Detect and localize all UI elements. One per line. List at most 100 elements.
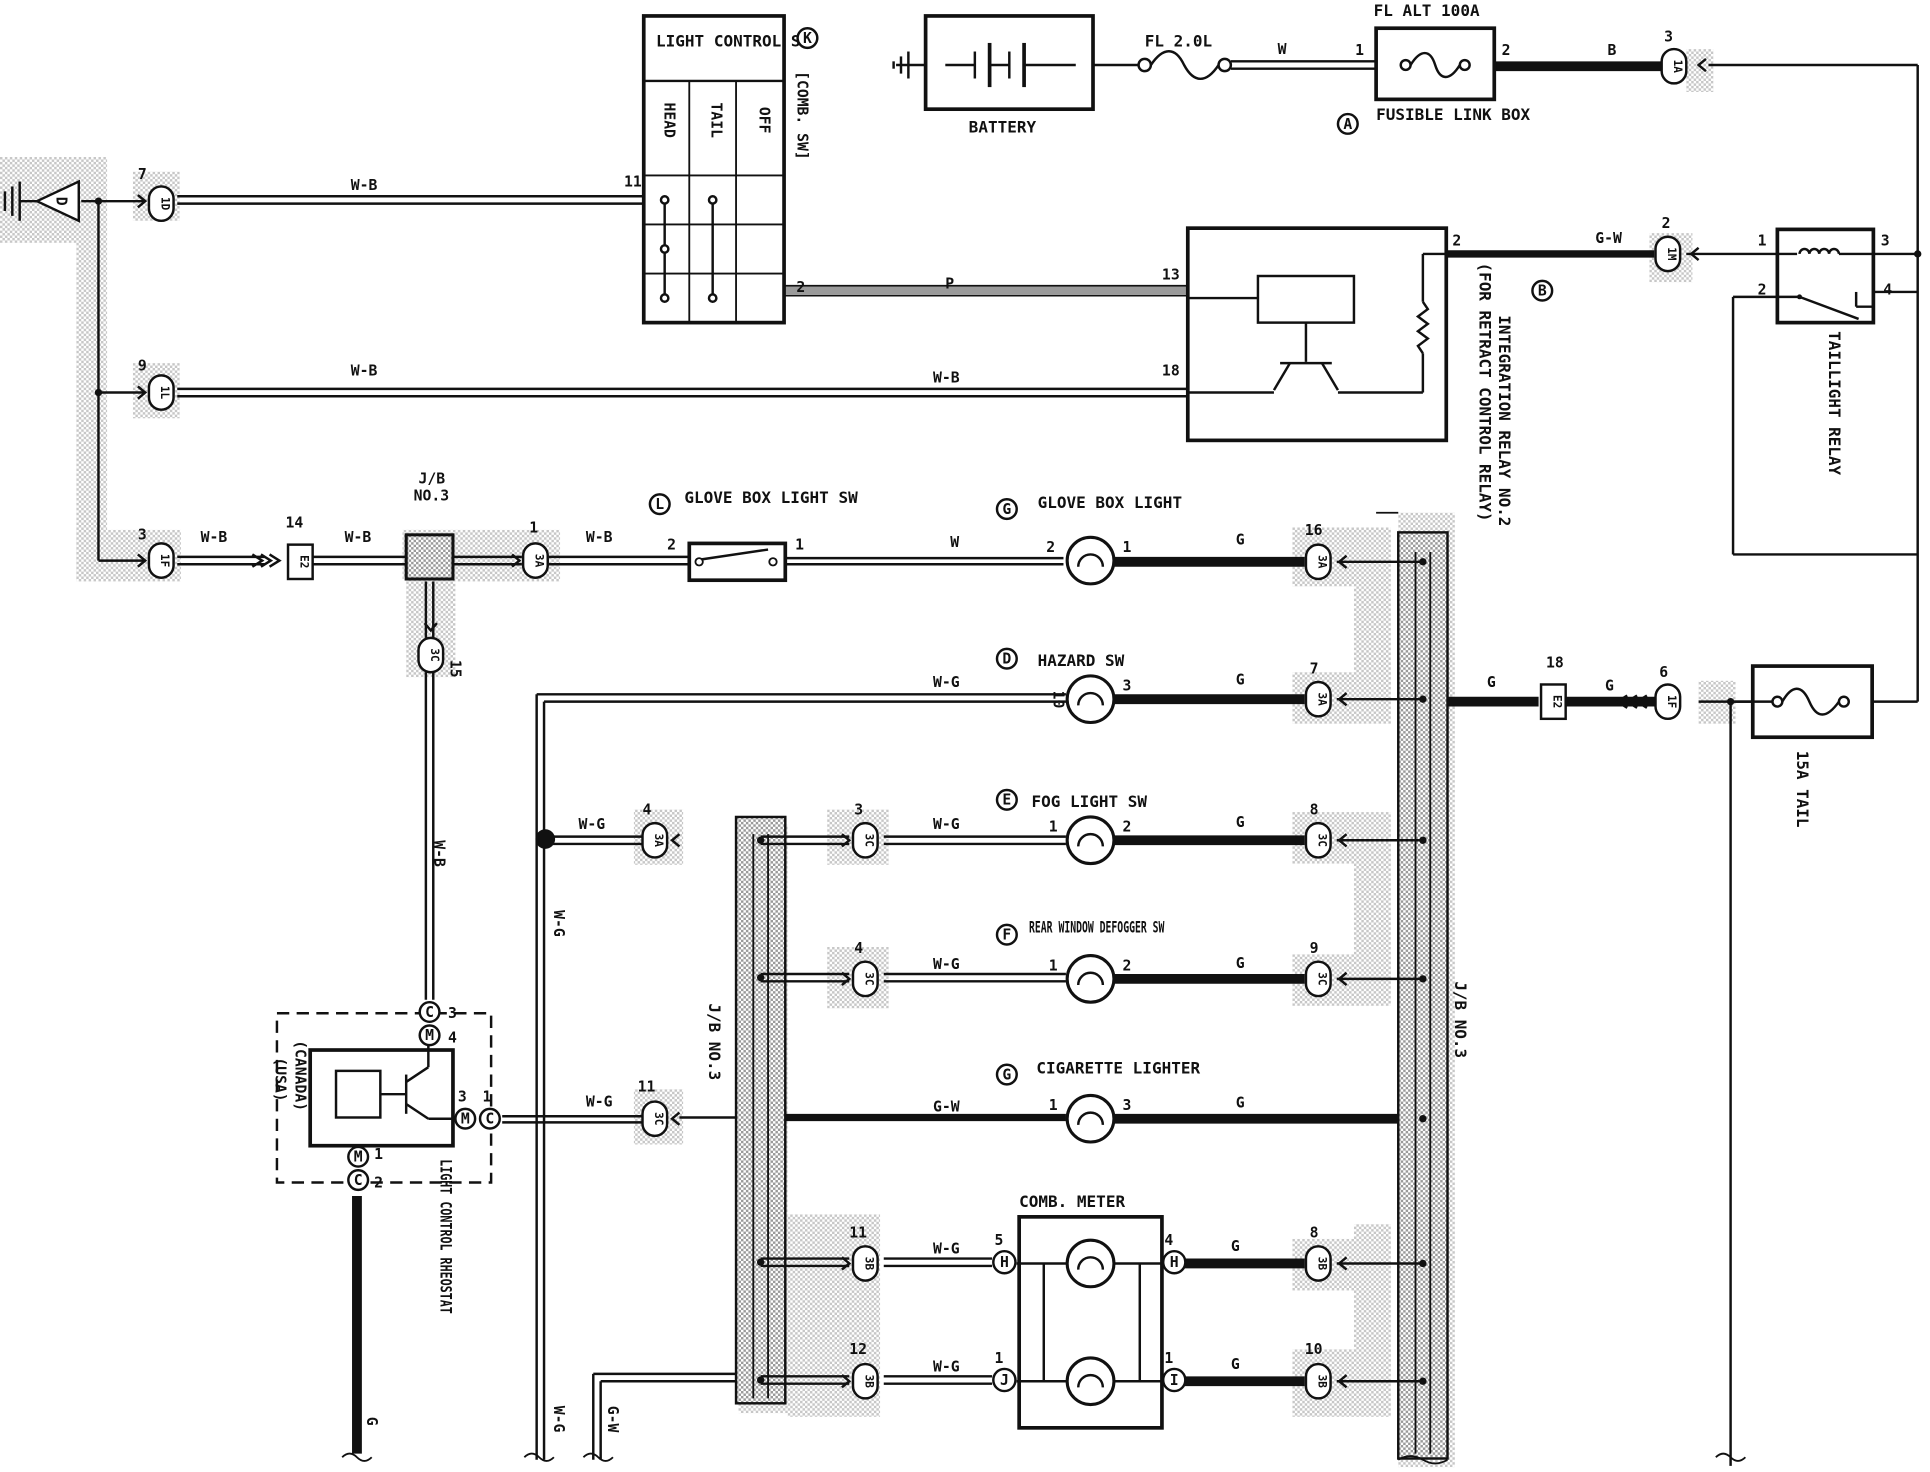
tail-fuse-label: 15A TAIL [1793,751,1812,828]
svg-text:3C: 3C [428,648,441,661]
connector-3c-11: 3C 11 [638,1079,669,1138]
fog-light-sw-ref: E [1002,792,1011,809]
integration-relay-ref: B [1538,283,1547,300]
svg-text:W: W [950,534,959,551]
glove-box-sw-pin-2: 2 [667,537,676,554]
svg-text:18: 18 [1546,654,1564,671]
glove-box-sw-label: GLOVE BOX LIGHT SW [684,488,858,507]
jb-no3-right-label: J/B NO.3 [1451,981,1470,1058]
comb-meter-conn-h-left: H [1000,1254,1009,1271]
svg-text:W-B: W-B [201,529,228,546]
light-control-rheostat: C M M C M C 3 4 3 1 1 2 (CANADA) (USA) L… [272,1000,501,1314]
defogger-sw-pin-2: 2 [1123,957,1132,974]
connector-3a-glove: 3A 1 [521,519,549,579]
comb-meter-conn-h-right: H [1170,1254,1179,1271]
taillight-relay-pin-2: 2 [1758,281,1767,298]
rheostat-pin-4: 4 [448,1030,457,1047]
cigarette-lighter-label: CIGARETTE LIGHTER [1036,1058,1200,1077]
svg-text:3A: 3A [1315,693,1328,707]
fusible-link-box-label: FUSIBLE LINK BOX [1376,105,1530,124]
integration-relay-pin-18: 18 [1162,362,1180,379]
taillight-relay-pin-4: 4 [1883,281,1892,298]
connector-3b-11: 3B 11 [849,1225,879,1282]
rear-window-defogger-switch: F REAR WINDOW DEFOGGER SW 1 2 [995,917,1165,1004]
taillight-relay: 1 2 3 4 TAILLIGHT RELAY [1758,227,1892,476]
glove-box-light-ref: G [1002,501,1011,518]
hazard-sw-ref: D [1002,651,1011,668]
svg-text:1L: 1L [158,386,171,400]
comb-meter-pin-5: 5 [995,1232,1004,1249]
fog-light-sw-pin-1: 1 [1049,819,1058,836]
position-head: HEAD [661,103,678,139]
connector-1l: 1L 9 [138,357,175,411]
svg-text:3A: 3A [1315,555,1328,569]
svg-text:11: 11 [849,1225,867,1242]
svg-text:3B: 3B [1315,1375,1328,1389]
svg-text:B: B [1608,42,1617,59]
svg-text:3C: 3C [1315,834,1328,847]
svg-text:W-G: W-G [579,816,606,833]
fl-alt-label: FL ALT 100A [1374,1,1480,20]
svg-text:3C: 3C [1315,972,1328,985]
jb-no3-box: J/B NO.3 [404,470,455,581]
connector-3b-8: 3B 8 [1304,1225,1332,1282]
svg-text:11: 11 [638,1079,656,1096]
svg-text:W-G: W-G [550,910,567,937]
light-control-switch: LIGHT CONTROL SW HEAD TAIL OFF 11 2 K [C… [624,14,819,325]
break-marks [341,1452,1747,1465]
glove-box-light-label: GLOVE BOX LIGHT [1038,493,1182,512]
svg-text:W-G: W-G [933,816,960,833]
svg-text:1F: 1F [1665,695,1678,708]
defogger-sw-label: REAR WINDOW DEFOGGER SW [1029,917,1165,936]
svg-text:3B: 3B [862,1257,875,1271]
jb-bus-bars [734,531,1449,1460]
comb-meter: COMB. METER H H J I 5 4 1 1 [992,1192,1187,1430]
glove-box-light-switch: L GLOVE BOX LIGHT SW 2 1 [648,488,858,583]
svg-text:W-G: W-G [933,1358,960,1375]
integration-relay-note: (FOR RETRACT CONTROL RELAY) [1475,263,1494,522]
comb-sw-note: [COMB. SW] [794,71,811,160]
hazard-sw-pin-10: 10 [1050,691,1067,709]
svg-text:9: 9 [138,357,147,374]
rheostat-pin-3-right: 3 [458,1089,467,1106]
svg-text:1A: 1A [1671,60,1684,74]
glove-box-light: G GLOVE BOX LIGHT 2 1 [995,493,1182,586]
tail-fuse: 15A TAIL [1730,664,1874,828]
taillight-relay-pin-3: 3 [1881,232,1890,249]
comb-meter-label: COMB. METER [1019,1192,1125,1211]
svg-text:14: 14 [286,514,304,531]
glove-box-light-pin-2: 2 [1046,539,1055,556]
fog-light-sw-label: FOG LIGHT SW [1031,792,1147,811]
svg-text:W-B: W-B [345,529,372,546]
svg-text:G: G [1236,1095,1245,1112]
connector-e2-left: E2 14 [251,514,314,581]
svg-text:16: 16 [1305,522,1323,539]
jb-right-bus [1397,531,1449,1460]
svg-text:G: G [1487,674,1496,691]
connector-1d: 1D 7 [138,166,175,223]
rheostat-conn-c-right: C [485,1111,494,1128]
connector-e2-right: E2 18 [1539,654,1567,721]
connector-3c-4: 3C 4 [851,940,879,998]
svg-text:W-B: W-B [933,370,960,387]
rheostat-conn-m-bottom: M [354,1149,363,1166]
fl-alt-pin-1: 1 [1355,42,1364,59]
svg-text:7: 7 [1310,660,1319,677]
svg-text:2: 2 [1662,215,1671,232]
connector-pills: 1D 7 1L 9 1F 3 E2 14 3A 1 [138,29,1688,1400]
jb-no3-left-label: J/B NO.3 [705,1003,724,1080]
rheostat-pin-2: 2 [374,1174,383,1191]
cigarette-lighter-ref: G [1002,1066,1011,1083]
svg-text:W-G: W-G [933,956,960,973]
svg-text:1F: 1F [158,554,171,567]
rheostat-conn-c-bottom: C [354,1172,363,1189]
fog-light-sw-pin-2: 2 [1123,819,1132,836]
connector-3b-10: 3B 10 [1305,1341,1332,1400]
svg-text:3: 3 [1664,29,1673,46]
svg-text:3C: 3C [652,1112,665,1125]
svg-text:W-G: W-G [586,1093,613,1110]
light-control-ref: K [803,30,812,47]
integration-relay: 2 13 18 B INTEGRATION RELAY NO.2 (FOR RE… [1162,226,1554,526]
bus-inner-lines [752,511,1432,1454]
